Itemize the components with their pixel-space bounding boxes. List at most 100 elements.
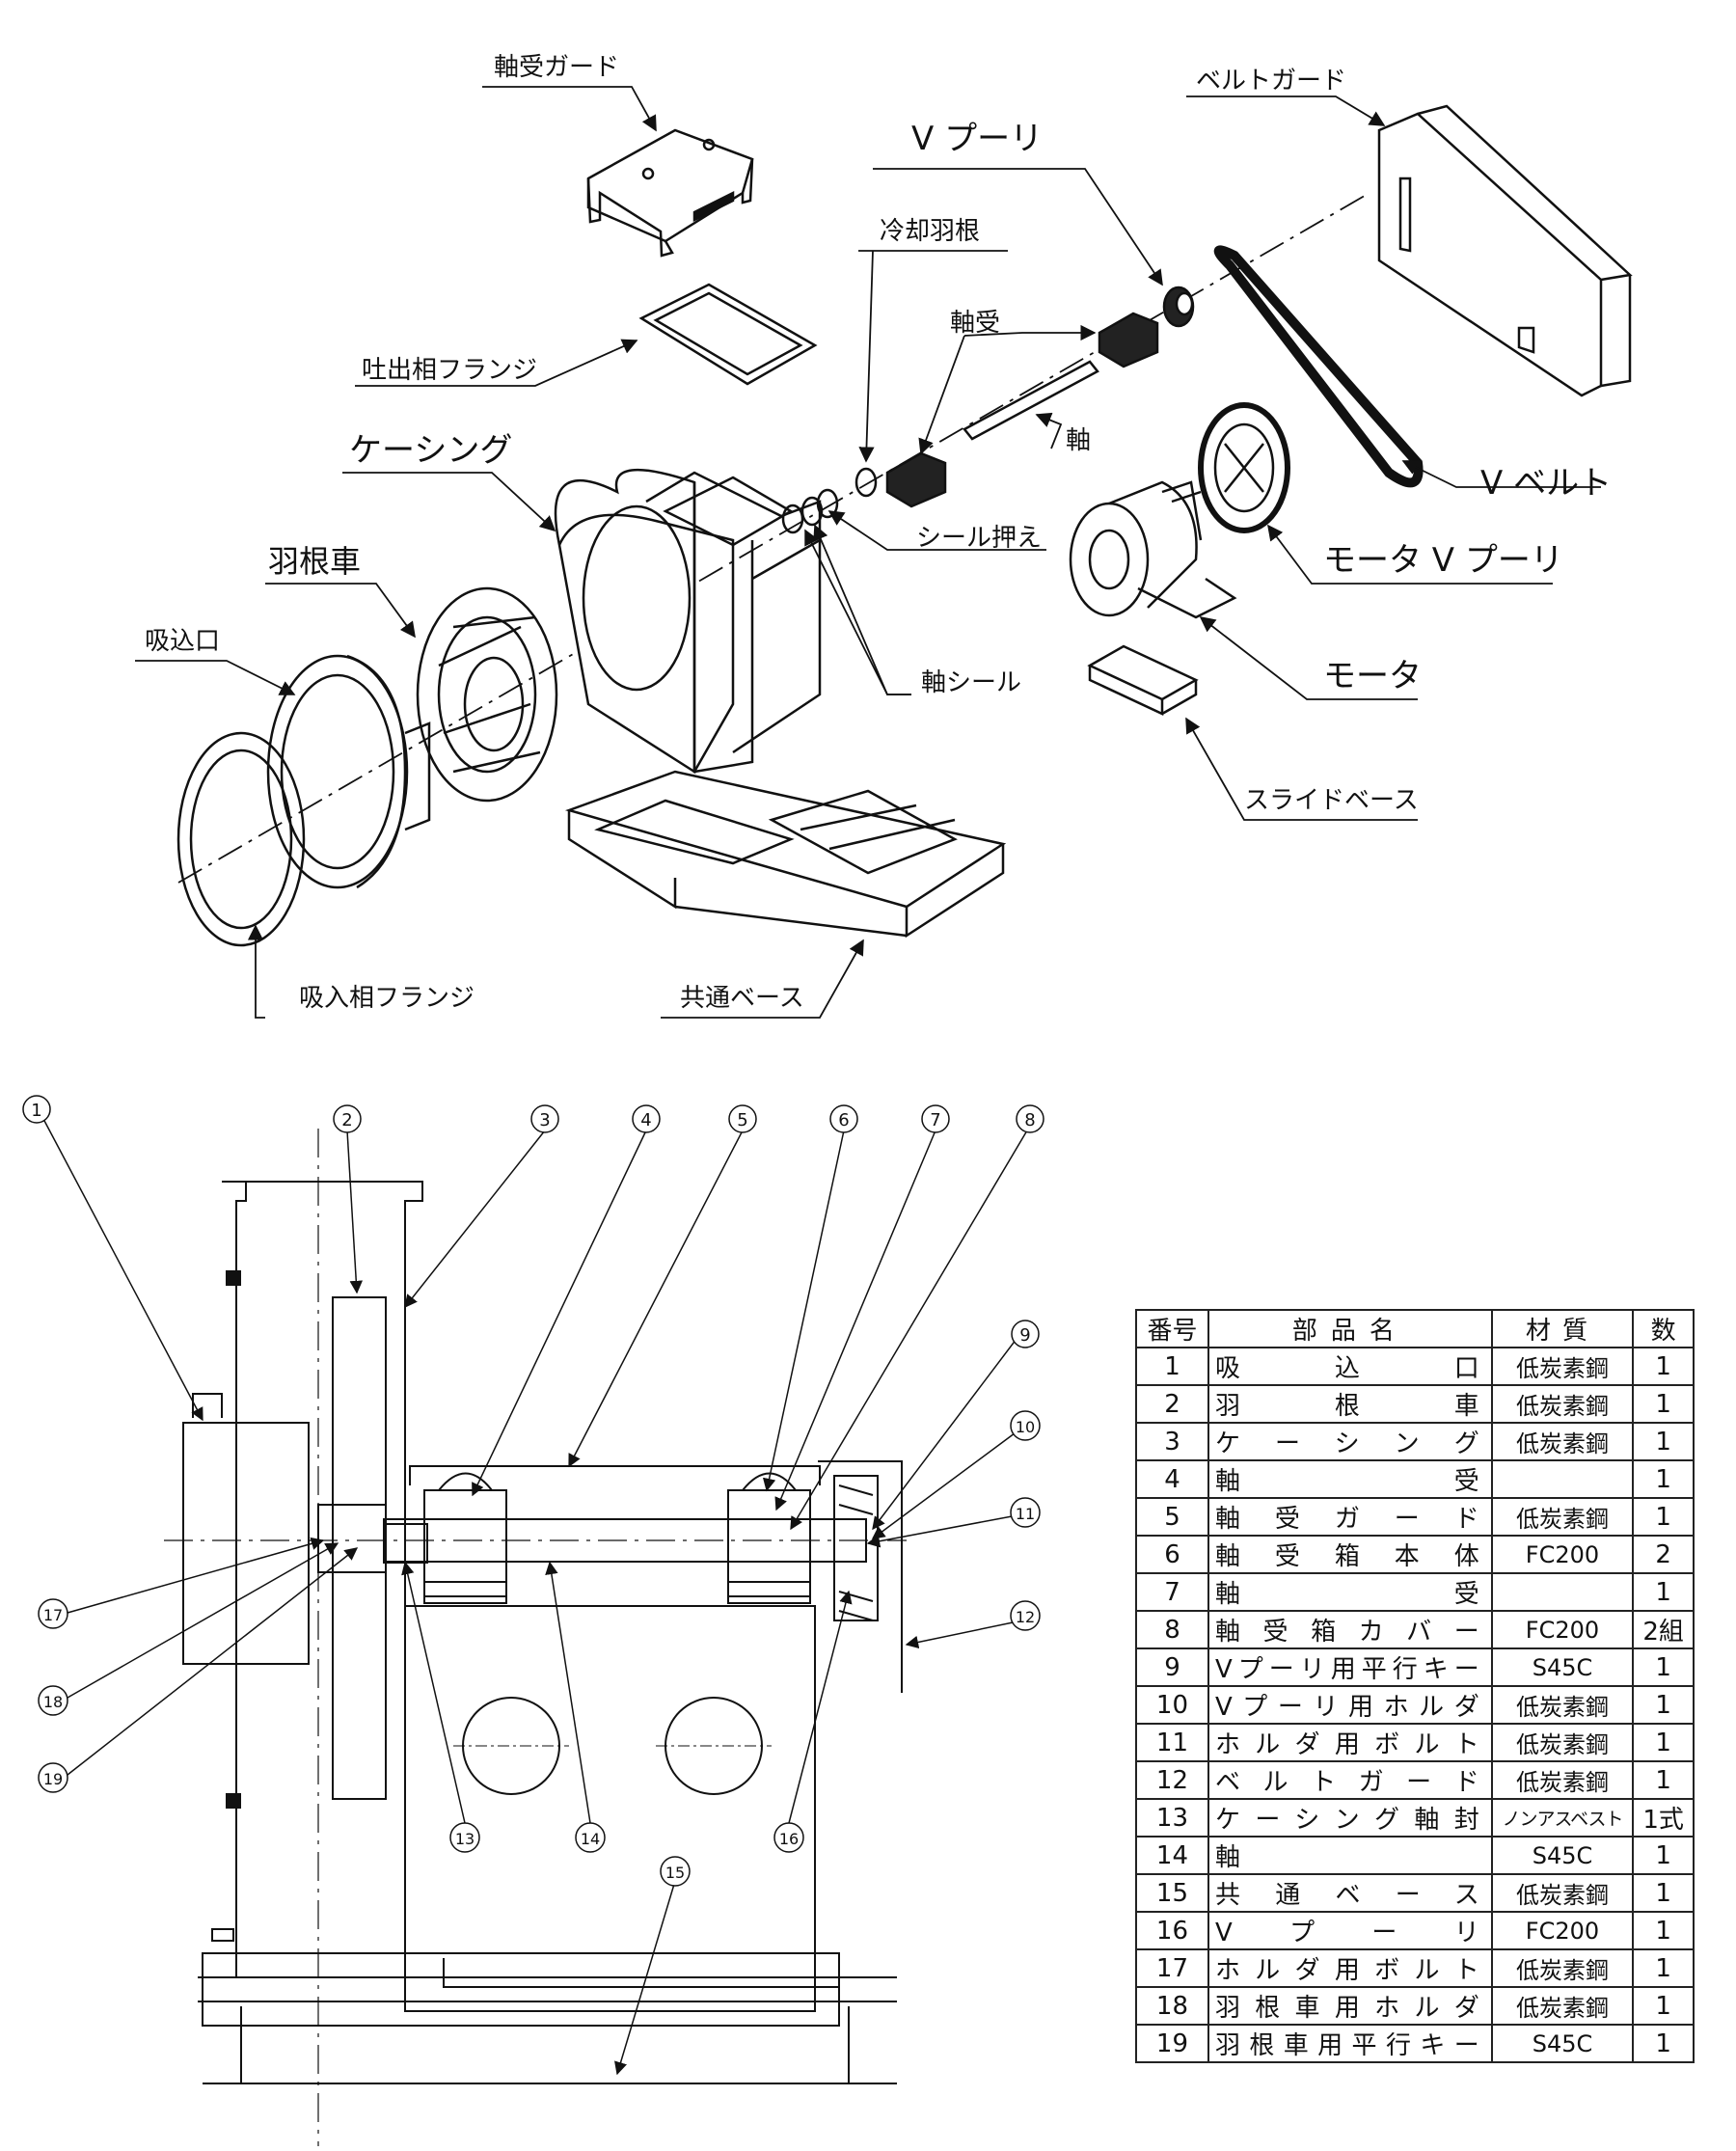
part-name-cell: ホルダ用ボルト — [1207, 1723, 1493, 1762]
callout-2: 2 — [333, 1104, 362, 1133]
material-cell: 低炭素鋼 — [1490, 1948, 1635, 1988]
part-name-cell: ケーシング — [1207, 1422, 1493, 1461]
part-name-cell: 軸受箱カバー — [1207, 1610, 1493, 1649]
label-bearing: 軸受 — [950, 309, 1000, 338]
leader-casing — [342, 472, 556, 532]
part-name-cell: 羽根車用ホルダ — [1207, 1986, 1493, 2026]
outlet-flange-part — [638, 283, 818, 386]
svg-text:17: 17 — [43, 1606, 63, 1624]
label-bearing-guard: 軸受ガード — [494, 53, 619, 82]
part-name-cell: 軸受 — [1207, 1459, 1493, 1499]
impeller-section — [332, 1296, 387, 1800]
part-number-cell: 9 — [1135, 1647, 1209, 1687]
svg-text:7: 7 — [930, 1110, 940, 1130]
part-name-cell: 軸受箱本体 — [1207, 1535, 1493, 1574]
material-cell: 低炭素鋼 — [1490, 1422, 1635, 1461]
label-impeller: 羽根車 — [268, 543, 361, 580]
base-section — [202, 1952, 840, 2027]
label-shaft: 軸 — [1066, 426, 1091, 455]
motor-v-pulley-part — [1198, 402, 1290, 533]
part-number-cell: 13 — [1135, 1798, 1209, 1838]
part-number-cell: 3 — [1135, 1422, 1209, 1461]
svg-text:8: 8 — [1024, 1110, 1035, 1130]
part-name-cell: 軸受 — [1207, 1572, 1493, 1612]
part-name-cell: Vプーリ用ホルダ — [1207, 1685, 1493, 1725]
part-number-cell: 10 — [1135, 1685, 1209, 1725]
header-number: 番号 — [1135, 1309, 1209, 1348]
bearing-parts — [885, 312, 1159, 508]
leader-impeller — [265, 583, 416, 639]
leader-inlet-flange — [247, 924, 265, 1019]
exploded-leaders — [135, 86, 1601, 1019]
pedestal — [404, 1605, 816, 2012]
quantity-cell: 1 — [1632, 1986, 1695, 2026]
material-cell: 低炭素鋼 — [1490, 1685, 1635, 1725]
part-number-cell: 14 — [1135, 1836, 1209, 1875]
leader-bearing-guard — [482, 86, 657, 132]
leader-shaft — [1035, 412, 1063, 449]
svg-text:14: 14 — [581, 1830, 600, 1848]
callout-14: 14 — [575, 1822, 606, 1853]
callout-18: 18 — [38, 1685, 68, 1716]
callout-5: 5 — [728, 1104, 757, 1133]
leader-shaft-seal-b — [813, 524, 911, 695]
svg-text:5: 5 — [737, 1110, 747, 1130]
quantity-cell: 1 — [1632, 1422, 1695, 1461]
callout-19: 19 — [38, 1762, 68, 1793]
label-slide-base: スライドベース — [1244, 786, 1419, 815]
part-number-cell: 8 — [1135, 1610, 1209, 1649]
part-number-cell: 4 — [1135, 1459, 1209, 1499]
common-base-part — [564, 770, 1007, 939]
svg-text:19: 19 — [43, 1770, 63, 1788]
label-v-pulley: V プーリ — [911, 120, 1043, 158]
label-shaft-seal: 軸シール — [921, 668, 1021, 697]
material-cell — [1490, 1459, 1635, 1499]
quantity-cell: 1 — [1632, 1347, 1695, 1386]
part-number-cell: 11 — [1135, 1723, 1209, 1762]
callout-17: 17 — [38, 1598, 68, 1629]
quantity-cell: 1 — [1632, 2024, 1695, 2063]
part-name-cell: ベルトガード — [1207, 1760, 1493, 1800]
callout-7: 7 — [921, 1104, 950, 1133]
svg-text:1: 1 — [31, 1101, 41, 1121]
material-cell: 低炭素鋼 — [1490, 1986, 1635, 2026]
quantity-cell: 1 — [1632, 1760, 1695, 1800]
svg-text:6: 6 — [838, 1110, 849, 1130]
part-name-cell: Vプーリ用平行キー — [1207, 1647, 1493, 1687]
leader-seal-retainer — [827, 510, 1046, 551]
part-name-cell: 羽根車用平行キー — [1207, 2024, 1493, 2063]
header-material: 材質 — [1490, 1309, 1635, 1348]
label-seal-retainer: シール押え — [916, 524, 1042, 553]
impeller-part — [416, 586, 558, 803]
material-cell: FC200 — [1490, 1535, 1635, 1574]
svg-text:4: 4 — [640, 1110, 651, 1130]
label-cooling-vane: 冷却羽根 — [880, 217, 980, 246]
leader-v-pulley — [873, 168, 1163, 286]
part-name-cell: 軸受ガード — [1207, 1497, 1493, 1537]
leader-common-base — [661, 939, 864, 1019]
svg-text:3: 3 — [539, 1110, 550, 1130]
part-number-cell: 5 — [1135, 1497, 1209, 1537]
leader-outlet-flange — [355, 339, 638, 387]
section-leaders — [42, 1118, 1028, 2076]
leader-cooling-vane — [858, 250, 1008, 461]
part-number-cell: 1 — [1135, 1347, 1209, 1386]
header-quantity: 数 — [1632, 1309, 1695, 1348]
leader-v-belt — [1401, 460, 1601, 488]
callout-10: 10 — [1010, 1410, 1041, 1441]
material-cell: S45C — [1490, 1647, 1635, 1687]
material-cell: 低炭素鋼 — [1490, 1760, 1635, 1800]
parts-table-header: 番号 部品名 材質 数 — [1135, 1309, 1695, 1348]
quantity-cell: 1 — [1632, 1647, 1695, 1687]
part-number-cell: 16 — [1135, 1911, 1209, 1950]
